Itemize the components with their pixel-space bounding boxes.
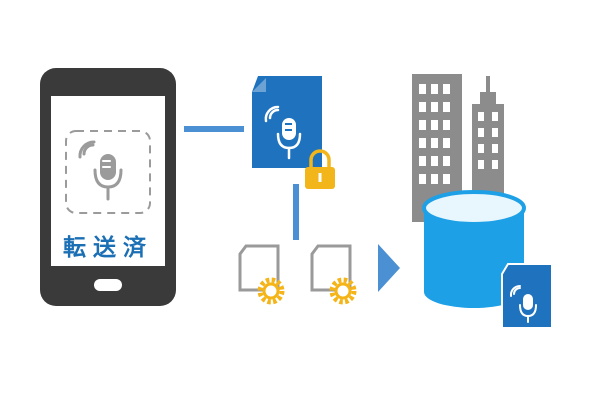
- connector-line-horizontal: [184, 126, 244, 132]
- document-audio-icon: [252, 76, 322, 168]
- home-button: [94, 279, 122, 291]
- microphone-icon: [78, 140, 123, 201]
- phone-screen: [51, 96, 165, 266]
- recording-frame: [65, 130, 151, 214]
- document-audio-icon: [501, 263, 553, 329]
- right-arrow-icon: [378, 244, 400, 292]
- database-icon: [422, 190, 526, 308]
- smartphone-icon: [40, 68, 176, 306]
- gear-icon: [257, 277, 285, 305]
- lock-icon: [305, 149, 335, 189]
- connector-line-vertical: [293, 184, 299, 240]
- processing-document-icon: [310, 244, 357, 305]
- processing-document-icon: [238, 244, 285, 305]
- transfer-status-label: 転送済: [63, 235, 153, 261]
- gear-icon: [329, 277, 357, 305]
